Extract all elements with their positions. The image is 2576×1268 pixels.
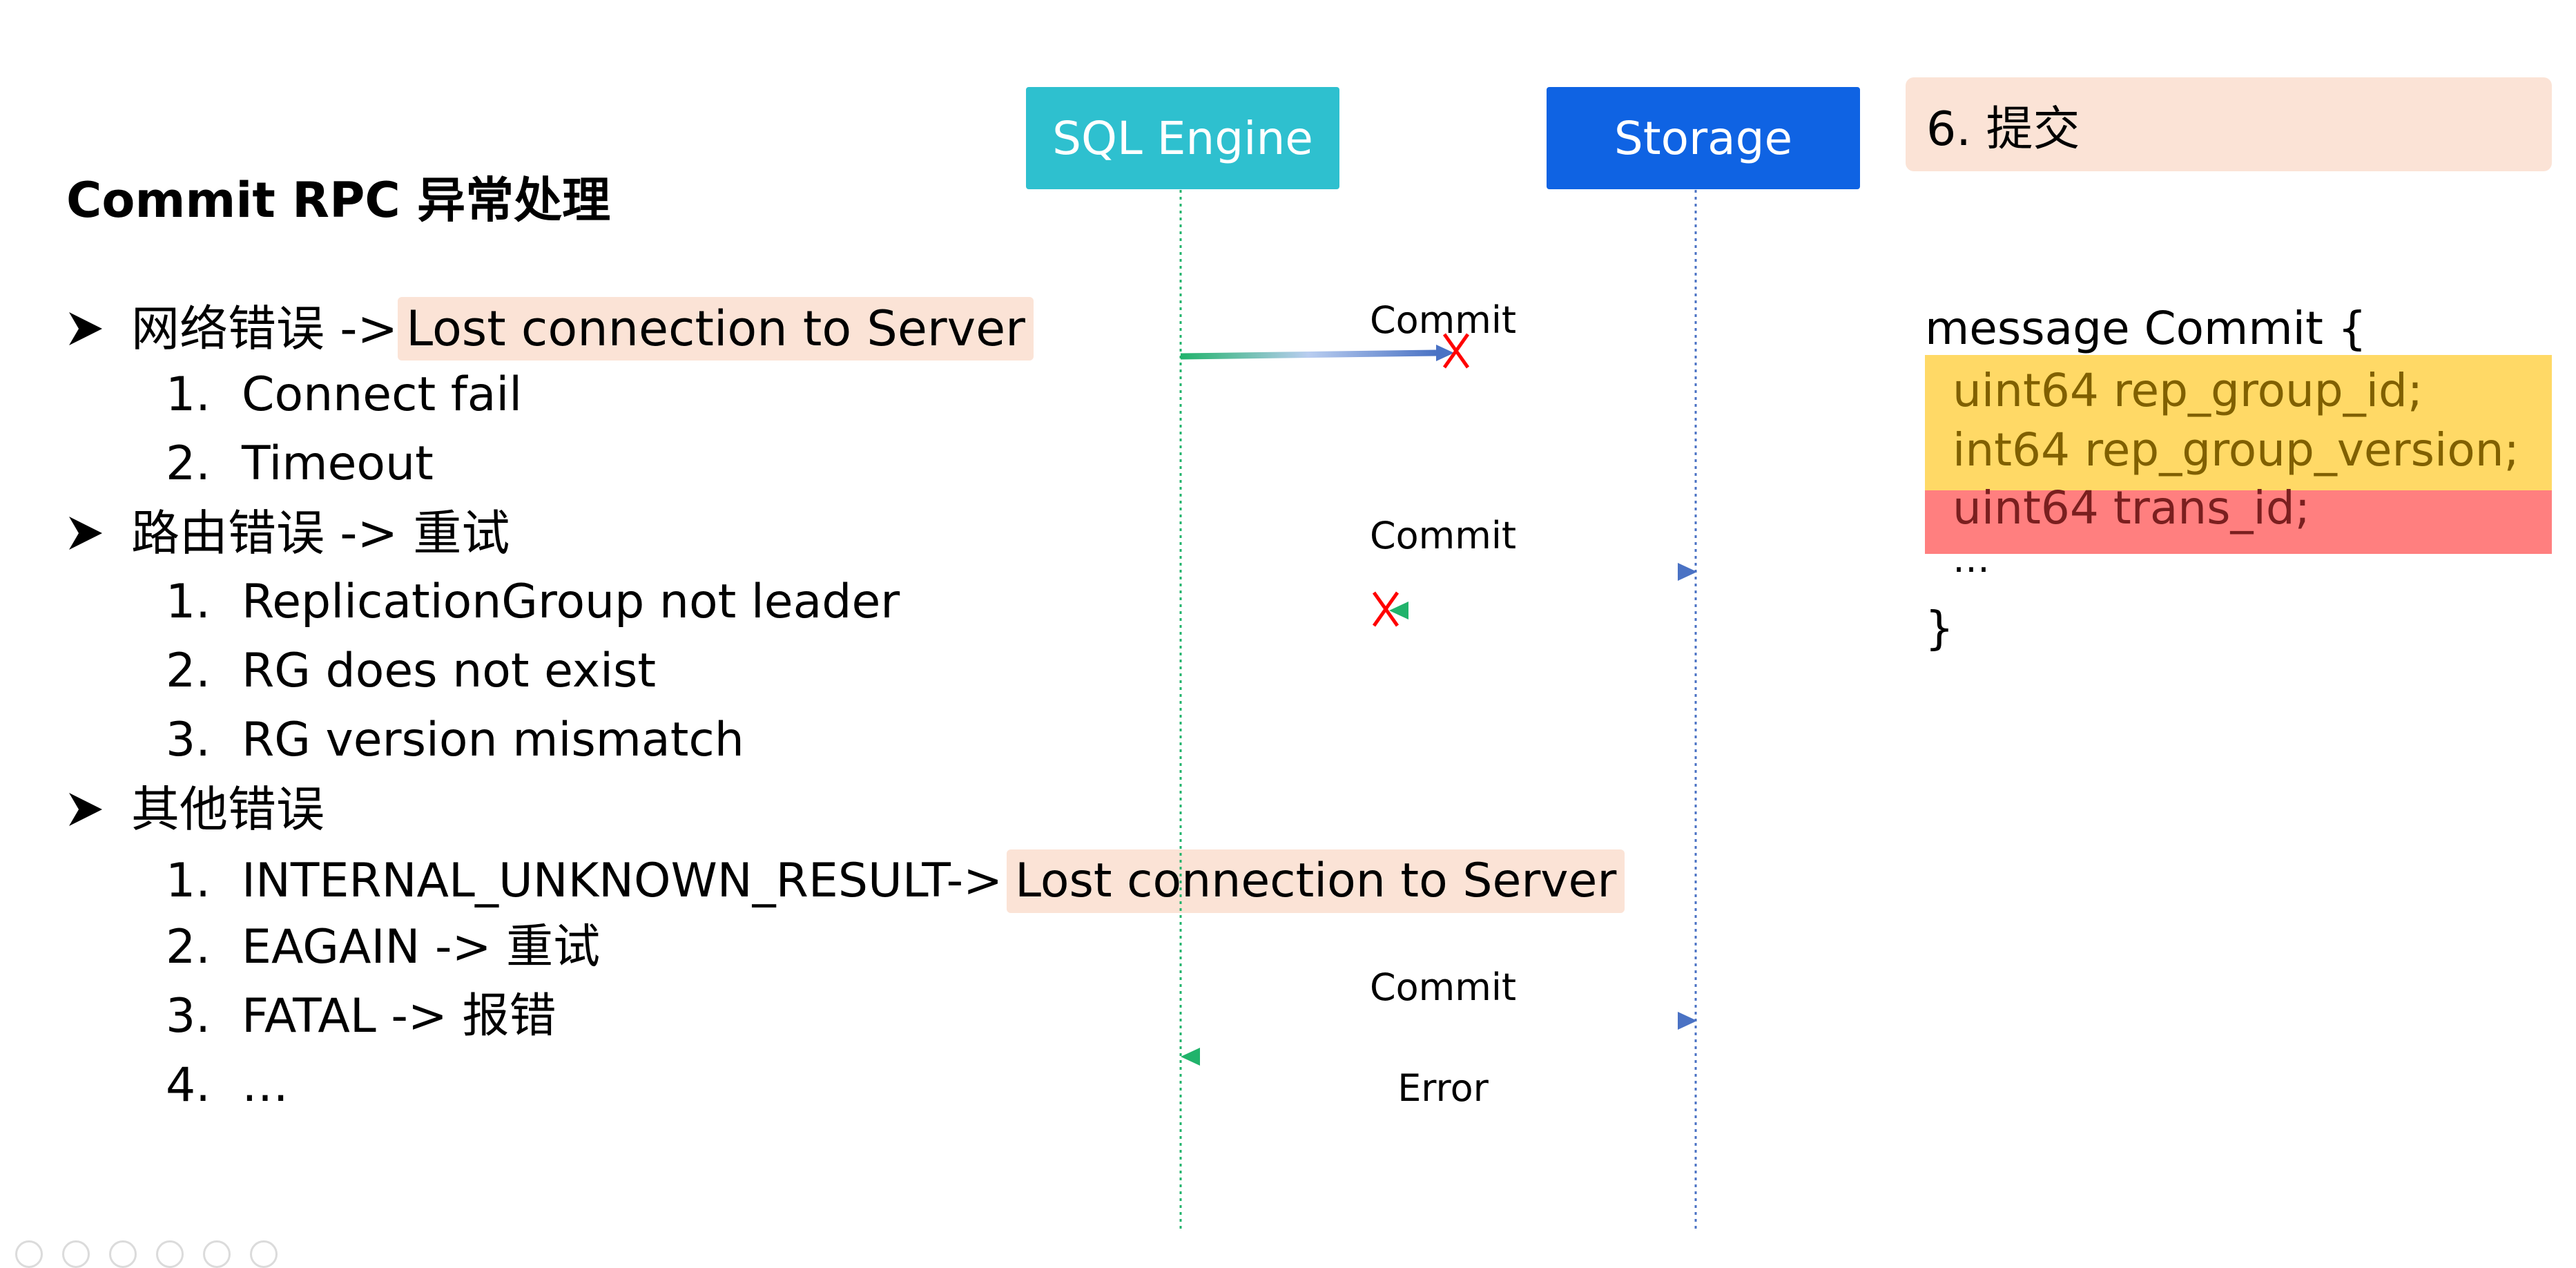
step-label: 6. 提交	[1906, 77, 2552, 171]
list-item: 3. RG version mismatch	[166, 711, 744, 769]
pen-icon[interactable]	[62, 1240, 90, 1268]
list-item: 1. Connect fail	[166, 366, 522, 424]
list-item-text: Connect fail	[242, 367, 523, 422]
commit-label: Commit	[1369, 966, 1517, 1009]
message-commit-routing	[1181, 563, 1697, 581]
message-commit-other	[1181, 1012, 1697, 1030]
list-item: 3. FATAL -> 报错	[166, 988, 556, 1046]
list-item-text: INTERNAL_UNKNOWN_RESULT->	[242, 854, 1003, 908]
list-item-text: EAGAIN -> 重试	[242, 920, 601, 974]
code-field-trans-id: uint64 trans_id;	[1953, 481, 2310, 535]
list-number: 1.	[166, 575, 211, 629]
list-number: 3.	[166, 713, 211, 767]
play-icon[interactable]	[15, 1240, 43, 1268]
bullet-label: 其他错误	[131, 781, 325, 838]
list-item-text: ReplicationGroup not leader	[242, 575, 900, 629]
list-number: 2.	[166, 644, 211, 698]
code-field-rep-group-id: uint64 rep_group_id;	[1953, 364, 2423, 417]
list-number: 4.	[166, 1058, 211, 1113]
list-item-text: RG does not exist	[242, 644, 657, 698]
list-number: 2.	[166, 436, 211, 491]
list-item: 2. Timeout	[166, 435, 434, 493]
message-reply-fail	[1372, 591, 1696, 627]
list-item-text: …	[242, 1058, 289, 1113]
list-item: 2. RG does not exist	[166, 642, 656, 700]
error-label: Error	[1397, 1066, 1489, 1110]
lost-connection-highlight: Lost connection to Server	[398, 297, 1034, 361]
list-number: 1.	[166, 854, 211, 908]
commit-label: Commit	[1369, 298, 1517, 342]
list-item-text: FATAL -> 报错	[242, 989, 556, 1044]
list-item-text: Timeout	[242, 436, 434, 491]
camera-icon[interactable]	[203, 1240, 231, 1268]
list-number: 2.	[166, 920, 211, 974]
code-field-rep-group-version: int64 rep_group_version;	[1953, 423, 2519, 477]
message-commit-network-fail	[1180, 333, 1470, 369]
bullet-label: 路由错误 -> 重试	[131, 505, 510, 561]
sql-engine-participant: SQL Engine	[1026, 87, 1339, 189]
commit-label: Commit	[1369, 514, 1517, 557]
arrow-bullet-icon	[69, 517, 102, 550]
bullet-other-error: 其他错误	[66, 780, 325, 838]
code-highlight-red	[1925, 490, 2552, 554]
code-highlight-yellow	[1925, 355, 2552, 490]
list-item: 2. EAGAIN -> 重试	[166, 919, 600, 977]
slide-title: Commit RPC 异常处理	[66, 172, 611, 229]
zoom-icon[interactable]	[156, 1240, 184, 1268]
arrow-bullet-icon	[69, 312, 102, 345]
bullet-network-error: 网络错误 -> Lost connection to Server	[66, 297, 1034, 361]
lost-connection-highlight: Lost connection to Server	[1007, 849, 1625, 913]
presentation-toolbar	[15, 1240, 278, 1268]
code-close-brace: }	[1925, 602, 1954, 655]
message-error-reply	[1181, 1048, 1696, 1066]
code-header: message Commit {	[1925, 302, 2367, 355]
list-item-text: RG version mismatch	[242, 713, 744, 767]
list-item: 1. INTERNAL_UNKNOWN_RESULT-> Lost connec…	[166, 849, 1625, 913]
more-icon[interactable]	[250, 1240, 278, 1268]
code-ellipsis: …	[1953, 537, 1990, 581]
storage-participant: Storage	[1547, 87, 1860, 189]
slides-icon[interactable]	[109, 1240, 137, 1268]
arrow-bullet-icon	[69, 793, 102, 826]
list-number: 1.	[166, 367, 211, 422]
list-item: 4. …	[166, 1057, 289, 1115]
bullet-routing-error: 路由错误 -> 重试	[66, 504, 510, 562]
list-number: 3.	[166, 989, 211, 1044]
list-item: 1. ReplicationGroup not leader	[166, 573, 900, 631]
bullet-label: 网络错误 ->	[131, 300, 398, 357]
